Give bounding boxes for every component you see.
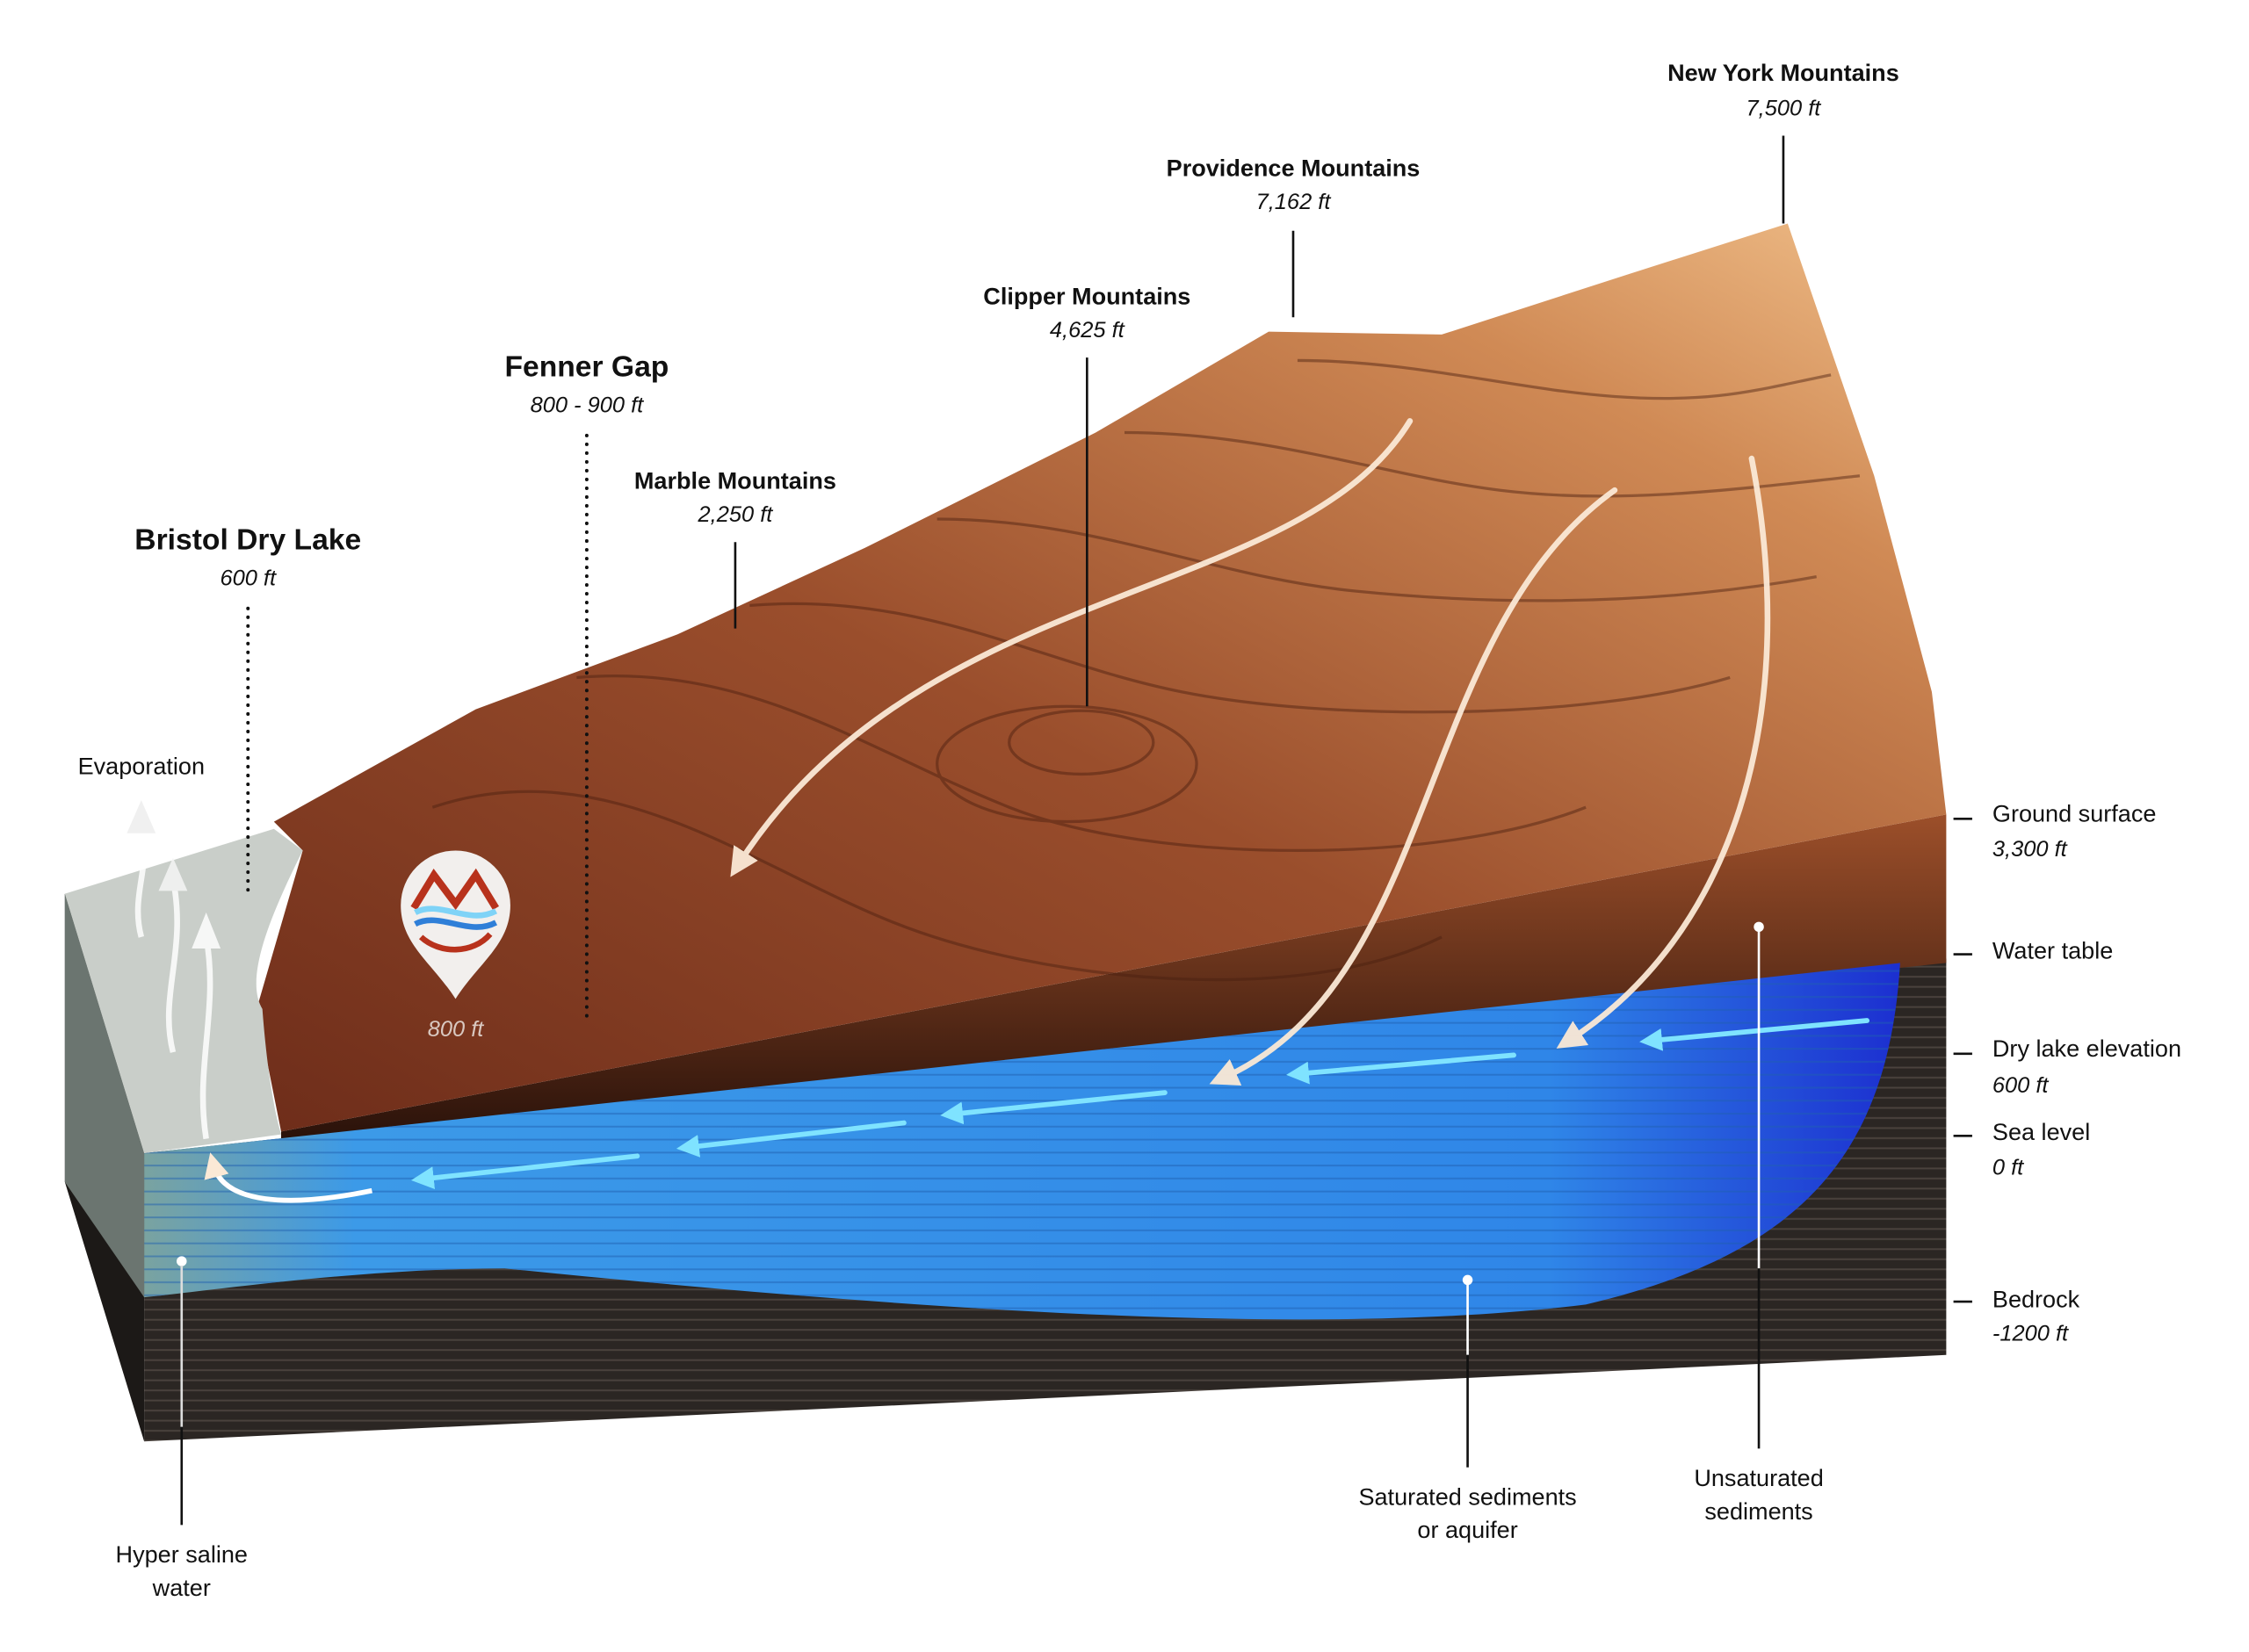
unsaturated-sediments-wall — [281, 814, 1947, 1139]
peak-label-marble-mountains: Marble Mountains 2,250 ft — [634, 467, 836, 629]
saturated-sediments-callout: Saturated sediments or aquifer — [1358, 1274, 1577, 1543]
peak-label-providence-mountains: Providence Mountains 7,162 ft — [1167, 154, 1421, 318]
evaporation-arrows — [127, 799, 221, 1140]
callout-line-1: Unsaturated — [1694, 1464, 1823, 1491]
callout-line-1: Saturated sediments — [1358, 1482, 1576, 1510]
callout-line-2: water — [152, 1574, 211, 1601]
peak-elevation: 2,250 ft — [698, 502, 774, 527]
level-name: Water table — [1992, 936, 2113, 963]
peak-name: New York Mountains — [1667, 59, 1899, 86]
peak-name: Marble Mountains — [634, 467, 836, 494]
peak-elevation: 7,162 ft — [1256, 190, 1332, 214]
callout-line-2: or aquifer — [1417, 1516, 1517, 1543]
peak-label-bristol-dry-lake: Bristol Dry Lake 600 ft — [134, 523, 361, 893]
level-dry-lake-elevation: Dry lake elevation 600 ft — [1953, 1035, 2181, 1098]
groundwater-flow-arrows — [204, 1018, 1869, 1203]
peak-label-new-york-mountains: New York Mountains 7,500 ft — [1667, 59, 1899, 224]
level-name: Sea level — [1992, 1118, 2090, 1145]
peak-elevation: 800 - 900 ft — [531, 393, 645, 418]
location-pin[interactable] — [401, 850, 510, 999]
bristol-dry-lake-surface — [64, 828, 303, 1154]
level-value: 3,300 ft — [1992, 837, 2068, 862]
level-sea-level: Sea level 0 ft — [1953, 1118, 2090, 1180]
level-value: 0 ft — [1992, 1156, 2024, 1180]
level-name: Dry lake elevation — [1992, 1035, 2181, 1062]
evaporation-label: Evaporation — [78, 752, 205, 779]
peak-name: Fenner Gap — [504, 351, 669, 384]
level-value: 600 ft — [1992, 1073, 2050, 1098]
hyper-saline-water-side — [64, 893, 145, 1298]
level-bedrock: Bedrock -1200 ft — [1953, 1286, 2080, 1345]
pin-elevation: 800 ft — [428, 1017, 485, 1042]
callout-line-2: sediments — [1704, 1497, 1812, 1525]
peak-name: Clipper Mountains — [983, 282, 1190, 309]
mountain-water-logo-icon — [410, 868, 500, 953]
aquifer-layers — [144, 963, 1900, 1320]
peak-label-clipper-mountains: Clipper Mountains 4,625 ft — [983, 282, 1190, 707]
surface-flow-arrows — [730, 418, 1771, 1086]
peak-elevation: 4,625 ft — [1050, 318, 1125, 343]
callout-line-1: Hyper saline — [116, 1540, 248, 1568]
peak-name: Bristol Dry Lake — [134, 523, 361, 556]
peak-elevation: 7,500 ft — [1746, 96, 1822, 120]
hyper-saline-water-callout: Hyper saline water — [116, 1256, 248, 1601]
level-value: -1200 ft — [1992, 1321, 2069, 1345]
level-name: Ground surface — [1992, 800, 2157, 827]
contour-lines — [431, 358, 1861, 982]
unsaturated-sediments-callout: Unsaturated sediments — [1694, 921, 1824, 1525]
level-water-table: Water table — [1953, 936, 2113, 963]
level-ground-surface: Ground surface 3,300 ft — [1953, 800, 2157, 862]
terrain-surface — [257, 223, 1947, 1132]
peak-label-fenner-gap: Fenner Gap 800 - 900 ft — [504, 351, 669, 1023]
level-name: Bedrock — [1992, 1286, 2080, 1313]
peak-elevation: 600 ft — [220, 566, 277, 590]
peak-name: Providence Mountains — [1167, 154, 1421, 181]
